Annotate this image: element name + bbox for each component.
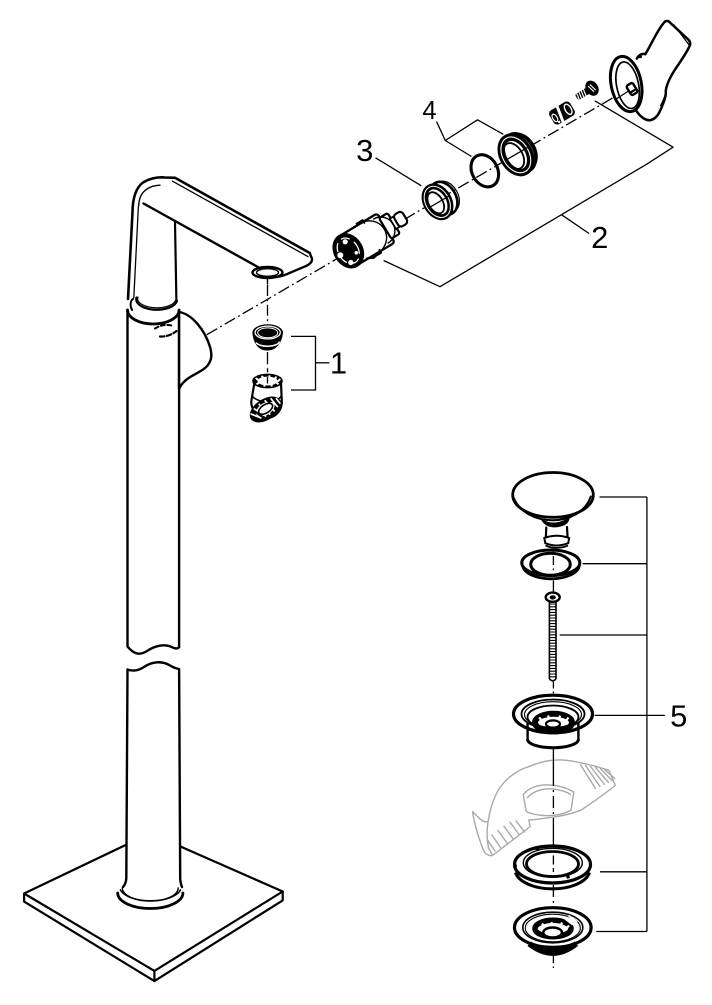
svg-text:4: 4 (422, 97, 436, 125)
svg-text:3: 3 (356, 133, 373, 168)
svg-text:5: 5 (670, 699, 687, 734)
svg-text:1: 1 (330, 345, 347, 380)
svg-text:2: 2 (591, 220, 608, 255)
